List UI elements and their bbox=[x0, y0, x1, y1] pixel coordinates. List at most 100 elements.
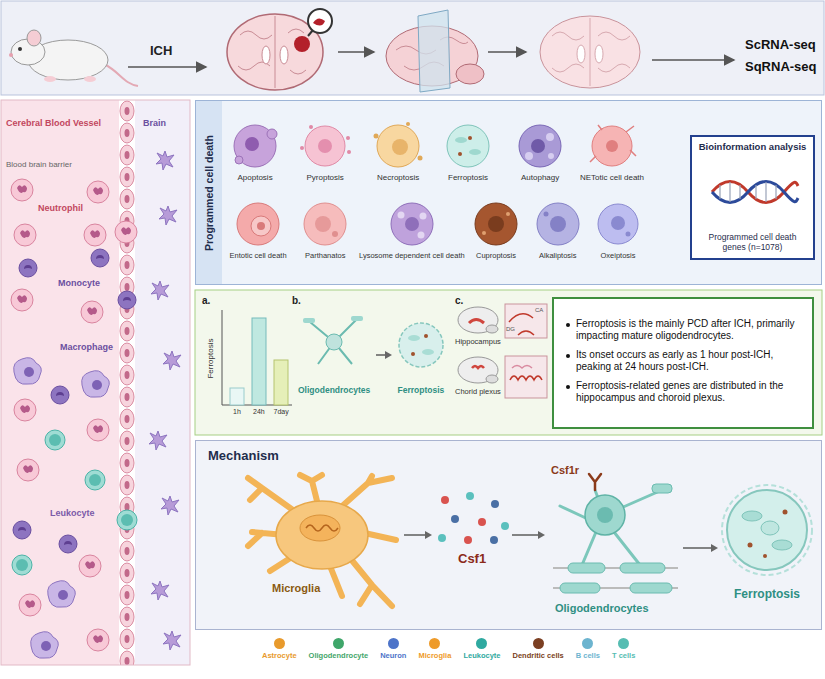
microglia-figure bbox=[248, 475, 396, 606]
blood-cell bbox=[12, 555, 32, 575]
brain-section-ich bbox=[227, 9, 332, 90]
cell-death-icon bbox=[544, 212, 549, 217]
cell-death-icon bbox=[405, 217, 419, 231]
panel-letter: a. bbox=[202, 295, 210, 307]
mouse-figure bbox=[44, 76, 56, 82]
cell-death-icon bbox=[315, 216, 331, 232]
cell-death-icon bbox=[347, 150, 351, 154]
bar-chart bbox=[230, 388, 244, 405]
death-type-label: Cuproptosis bbox=[476, 252, 516, 261]
death-type-label: Ferroptosis bbox=[448, 173, 488, 182]
blood-cell bbox=[19, 594, 41, 616]
cell-death-icon bbox=[374, 122, 423, 167]
connector bbox=[683, 547, 712, 549]
cell-death-icon bbox=[546, 133, 554, 141]
cell-death-icon bbox=[392, 139, 408, 155]
cell-death-icon bbox=[606, 140, 618, 152]
microglia-body bbox=[300, 515, 340, 541]
choroid-plexus-figure bbox=[472, 366, 484, 368]
blood-cell bbox=[13, 521, 31, 539]
brain-section-ich bbox=[262, 46, 270, 64]
cell-death-icon bbox=[418, 232, 425, 239]
cell-death-icon bbox=[488, 216, 504, 232]
region-label: DG bbox=[506, 326, 515, 333]
cell-death-icon bbox=[537, 203, 579, 245]
panel-title: Programmed cell death bbox=[203, 135, 215, 251]
cell-label: Ferroptosis bbox=[734, 588, 800, 602]
ferroptosis-figure bbox=[424, 334, 428, 338]
vessel-panel bbox=[1, 100, 190, 665]
vessel-panel bbox=[119, 100, 135, 665]
vessel-panel bbox=[1, 100, 190, 665]
cell-death-icon bbox=[300, 146, 304, 150]
legend-swatch bbox=[274, 638, 285, 649]
legend-text: Neuron bbox=[380, 651, 406, 660]
bullet-text: Ferroptosis-related genes are distribute… bbox=[566, 380, 802, 405]
oligodendrocyte-figure bbox=[620, 563, 665, 573]
blood-cell bbox=[149, 431, 167, 450]
cell-death-icon bbox=[304, 203, 346, 245]
legend-text: Leukocyte bbox=[463, 651, 500, 660]
oligodendrocyte-figure bbox=[560, 490, 662, 565]
mechanism-ground bbox=[195, 440, 822, 630]
blood-cell bbox=[48, 581, 76, 608]
cytokine-dots bbox=[464, 536, 472, 544]
arrowhead bbox=[425, 531, 432, 539]
cell-death-icon bbox=[468, 136, 472, 140]
cell-death-icon bbox=[455, 137, 467, 143]
death-type-label: Oxeiptosis bbox=[601, 252, 636, 261]
death-type-label: Necroptosis bbox=[377, 173, 419, 182]
box-title: Bioinformation analysis bbox=[696, 142, 809, 153]
box-note: Programmed cell death genes (n=1078) bbox=[696, 233, 809, 253]
legend-item: Microglia bbox=[418, 638, 451, 660]
choroid-plexus-figure bbox=[505, 356, 547, 398]
legend-text: B cells bbox=[576, 651, 600, 660]
brain-slice bbox=[540, 16, 640, 88]
cell-death-icon bbox=[482, 231, 486, 235]
oligodendrocyte-figure bbox=[303, 318, 315, 323]
blood-cell bbox=[14, 399, 36, 421]
tick-label: 24h bbox=[253, 408, 265, 416]
ferroptosis-figure bbox=[727, 490, 807, 570]
blood-cell bbox=[14, 224, 36, 246]
cell-death-icon bbox=[235, 156, 243, 164]
brain-slice bbox=[577, 45, 585, 63]
cell-death-icon bbox=[525, 152, 533, 160]
step-label: ICH bbox=[150, 44, 172, 59]
cell-death-icon bbox=[318, 139, 332, 153]
region-label: CA bbox=[535, 307, 543, 314]
oligodendrocyte-figure bbox=[589, 474, 601, 490]
cell-death-icon bbox=[550, 216, 566, 232]
dna-helix bbox=[712, 182, 798, 203]
results-panel bbox=[195, 290, 822, 435]
cell-label: Oligodendrocytes bbox=[298, 386, 370, 396]
legend-text: Dendritic cells bbox=[513, 651, 564, 660]
ferroptosis-figure bbox=[422, 349, 434, 355]
cytokine-dots bbox=[438, 492, 509, 544]
cell-death-icon bbox=[519, 125, 561, 167]
arrowhead bbox=[385, 351, 392, 359]
brain-section-ich bbox=[280, 46, 288, 64]
cell-death-icon bbox=[548, 153, 554, 159]
mouse-figure bbox=[9, 53, 13, 57]
ferroptosis-figure bbox=[761, 521, 779, 535]
cell-death-icon bbox=[245, 137, 259, 151]
legend-swatch bbox=[582, 638, 593, 649]
death-type-label: NETotic cell death bbox=[580, 173, 644, 182]
cell-death-icon bbox=[251, 216, 271, 236]
cytokine-dots bbox=[501, 522, 509, 530]
hippocampus-figure bbox=[458, 307, 498, 333]
analysis-box: Bioinformation analysisProgrammed cell d… bbox=[690, 135, 815, 260]
cell-death-icon bbox=[300, 125, 351, 166]
oligodendrocyte-figure bbox=[560, 583, 600, 593]
cytokine-dots bbox=[491, 500, 499, 508]
mouse-figure bbox=[18, 47, 22, 51]
blood-cell bbox=[161, 496, 179, 515]
legend-swatch bbox=[618, 638, 629, 649]
brain-section-ich bbox=[275, 16, 276, 88]
cell-death-icon bbox=[447, 125, 489, 167]
pcd-panel-ground bbox=[195, 100, 822, 285]
legend-item: Leukocyte bbox=[463, 638, 500, 660]
cell-death-icon bbox=[537, 203, 579, 245]
bar-chart bbox=[252, 318, 266, 405]
